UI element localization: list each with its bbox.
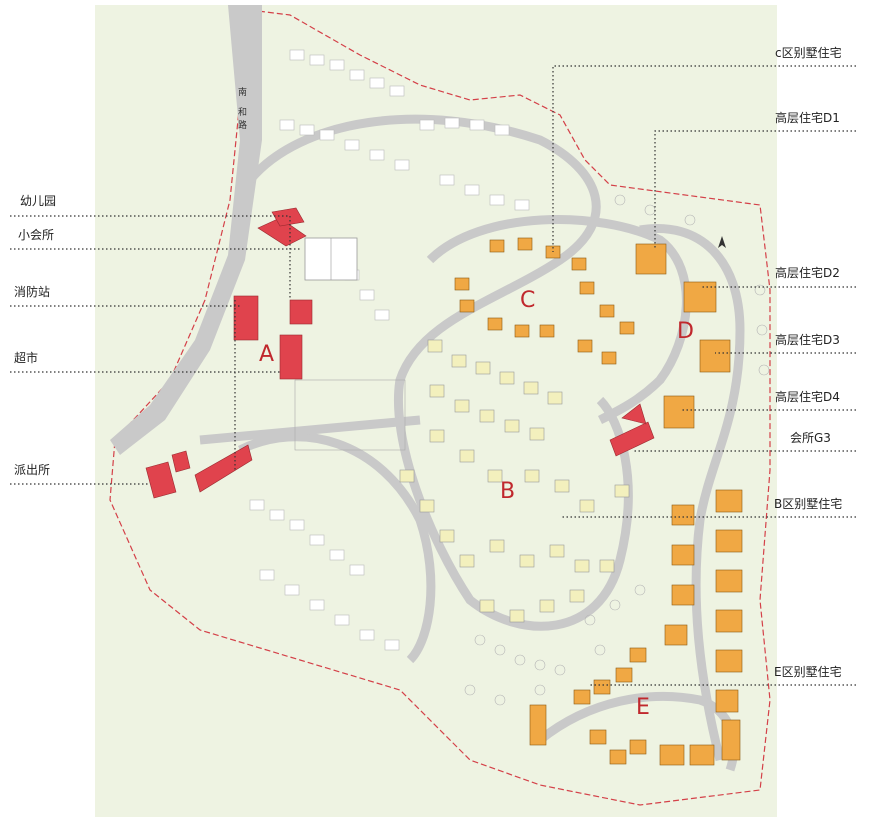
sports-courts: [294, 237, 406, 451]
right-leader-lines: [552, 65, 856, 686]
road-name-label-2: 和: [238, 107, 247, 118]
zone-letter-c: C: [520, 288, 535, 313]
small-clubhouse-building: [271, 207, 305, 227]
road-southwest: [237, 432, 436, 664]
label-supermarket: 超市: [14, 351, 39, 365]
leader-kindergarten: [10, 215, 291, 228]
label-highrise-d3: 高层住宅D3: [775, 333, 840, 347]
supermarket-building: [279, 334, 303, 380]
highrise-d4: [663, 395, 695, 429]
road-name-label: 南: [238, 86, 247, 98]
label-clubhouse-g3: 会所G3: [790, 431, 831, 445]
police-small-building: [171, 450, 191, 473]
fire-station-annex: [289, 299, 313, 325]
villa-cluster-b: [399, 339, 630, 623]
zone-letter-d: D: [677, 319, 694, 344]
clubhouse-g3-roof: [621, 403, 647, 425]
villa-cluster-b-east: [664, 489, 743, 713]
road-name-label-3: 路: [238, 119, 247, 131]
villa-cluster-west: [249, 49, 530, 651]
road-cross: [199, 415, 421, 445]
label-fire-station: 消防站: [14, 285, 51, 299]
villa-cluster-c: [454, 237, 635, 365]
highrise-d3: [699, 339, 731, 373]
label-police-station: 派出所: [14, 463, 51, 477]
leader-d1: [654, 130, 856, 250]
label-highrise-d4: 高层住宅D4: [775, 390, 840, 404]
loop-road-c: [426, 215, 691, 425]
label-highrise-d2: 高层住宅D2: [775, 266, 840, 280]
label-small-clubhouse: 小会所: [18, 228, 55, 242]
clubhouse-g3-building: [609, 421, 655, 457]
kindergarten-building: [257, 217, 307, 247]
label-kindergarten: 幼儿园: [20, 194, 57, 208]
main-road: [110, 5, 262, 455]
site-background: [95, 5, 777, 817]
label-highrise-d1: 高层住宅D1: [775, 111, 840, 125]
villa-cluster-e: [529, 647, 741, 766]
road-east: [639, 224, 745, 762]
left-leader-lines: [10, 215, 300, 485]
police-station-building: [145, 461, 177, 499]
zone-letter-b: B: [500, 479, 515, 504]
trees: [464, 194, 770, 706]
police-annex-building: [194, 444, 253, 493]
highrise-cluster-d: [635, 243, 731, 429]
highrise-d1: [635, 243, 667, 275]
label-b-villa: B区别墅住宅: [774, 497, 843, 511]
zone-letter-e: E: [636, 695, 650, 720]
public-buildings: [145, 207, 655, 499]
label-e-villa: E区别墅住宅: [774, 665, 842, 679]
fire-station-building: [233, 295, 259, 341]
zone-letter-a: A: [259, 342, 274, 367]
leader-c-villa: [552, 65, 856, 252]
label-c-villa: c区别墅住宅: [775, 46, 842, 60]
north-arrow-icon: [718, 236, 726, 248]
